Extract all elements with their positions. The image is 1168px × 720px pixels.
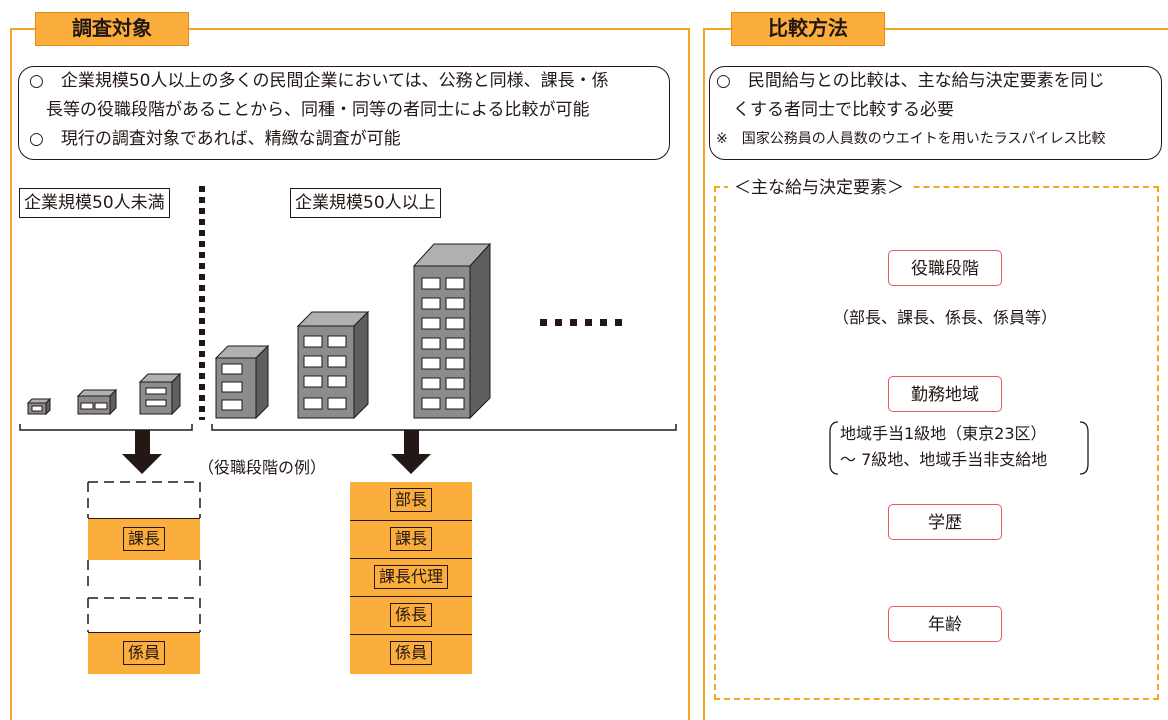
left-note-line-3: ○ 現行の調査対象であれば、精緻な調査が可能 bbox=[29, 129, 401, 149]
right-note-line-3: ※ 国家公務員の人員数のウエイトを用いたラスパイレス比較 bbox=[716, 131, 1106, 147]
medium-small-building-icon bbox=[138, 372, 182, 416]
left-notes-box: ○ 企業規模50人以上の多くの民間企業においては、公務と同様、課長・係 長等の役… bbox=[18, 66, 670, 160]
left-panel-tab: 調査対象 bbox=[35, 12, 189, 46]
factors-dashed-frame bbox=[714, 186, 1159, 700]
tiny-building-icon bbox=[26, 397, 52, 416]
large-company-label: 企業規模50人以上 bbox=[290, 188, 441, 218]
small-ground-line bbox=[19, 424, 193, 431]
small-rank-dashed-frame bbox=[87, 481, 201, 632]
left-panel bbox=[10, 28, 690, 720]
factor-age: 年齢 bbox=[888, 606, 1002, 642]
factor-position-level-note: （部長、課長、係長、係員等） bbox=[833, 308, 1058, 327]
region-note-bracket: 地域手当1級地（東京23区） ～ 7級地、地域手当非支給地 bbox=[828, 420, 1090, 476]
building-mid-icon bbox=[296, 310, 370, 420]
small-rank-kakari: 係員 bbox=[88, 632, 200, 674]
left-note-line-2: 長等の役職段階があることから、同種・同等の者同士による比較が可能 bbox=[29, 100, 590, 120]
factor-education: 学歴 bbox=[888, 504, 1002, 540]
small-company-label: 企業規模50人未満 bbox=[19, 188, 170, 218]
more-buildings-ellipsis bbox=[540, 319, 622, 326]
factor-position-level: 役職段階 bbox=[888, 250, 1002, 286]
right-panel bbox=[703, 28, 1168, 720]
right-note-line-1: ○ 民間給与との比較は、主な給与決定要素を同じ bbox=[716, 71, 1105, 91]
building-large-icon bbox=[412, 242, 492, 420]
building-50-icon bbox=[214, 344, 270, 420]
example-caption: （役職段階の例） bbox=[198, 458, 327, 477]
region-note-line-1: 地域手当1級地（東京23区） bbox=[840, 424, 1047, 443]
small-rank-kacho: 課長 bbox=[88, 518, 200, 560]
large-rank-kakaricho: 係長 bbox=[350, 596, 472, 634]
right-note-line-2: くする者同士で比較する必要 bbox=[716, 100, 954, 120]
large-rank-kacho-dairi: 課長代理 bbox=[350, 558, 472, 596]
factors-heading: ＜主な給与決定要素＞ bbox=[728, 176, 910, 200]
region-note-line-2: ～ 7級地、地域手当非支給地 bbox=[840, 450, 1048, 469]
left-note-line-1: ○ 企業規模50人以上の多くの民間企業においては、公務と同様、課長・係 bbox=[29, 71, 609, 91]
large-rank-kacho: 課長 bbox=[350, 520, 472, 558]
right-notes-box: ○ 民間給与との比較は、主な給与決定要素を同じ くする者同士で比較する必要 ※ … bbox=[709, 66, 1162, 160]
factor-work-region: 勤務地域 bbox=[888, 376, 1002, 412]
large-down-arrow-icon bbox=[391, 430, 431, 474]
large-rank-bucho: 部長 bbox=[350, 482, 472, 520]
large-ground-line bbox=[211, 424, 677, 431]
small-building-icon bbox=[76, 388, 118, 416]
small-down-arrow-icon bbox=[122, 430, 162, 474]
large-rank-kakariin: 係員 bbox=[350, 634, 472, 674]
right-panel-tab: 比較方法 bbox=[731, 12, 885, 46]
